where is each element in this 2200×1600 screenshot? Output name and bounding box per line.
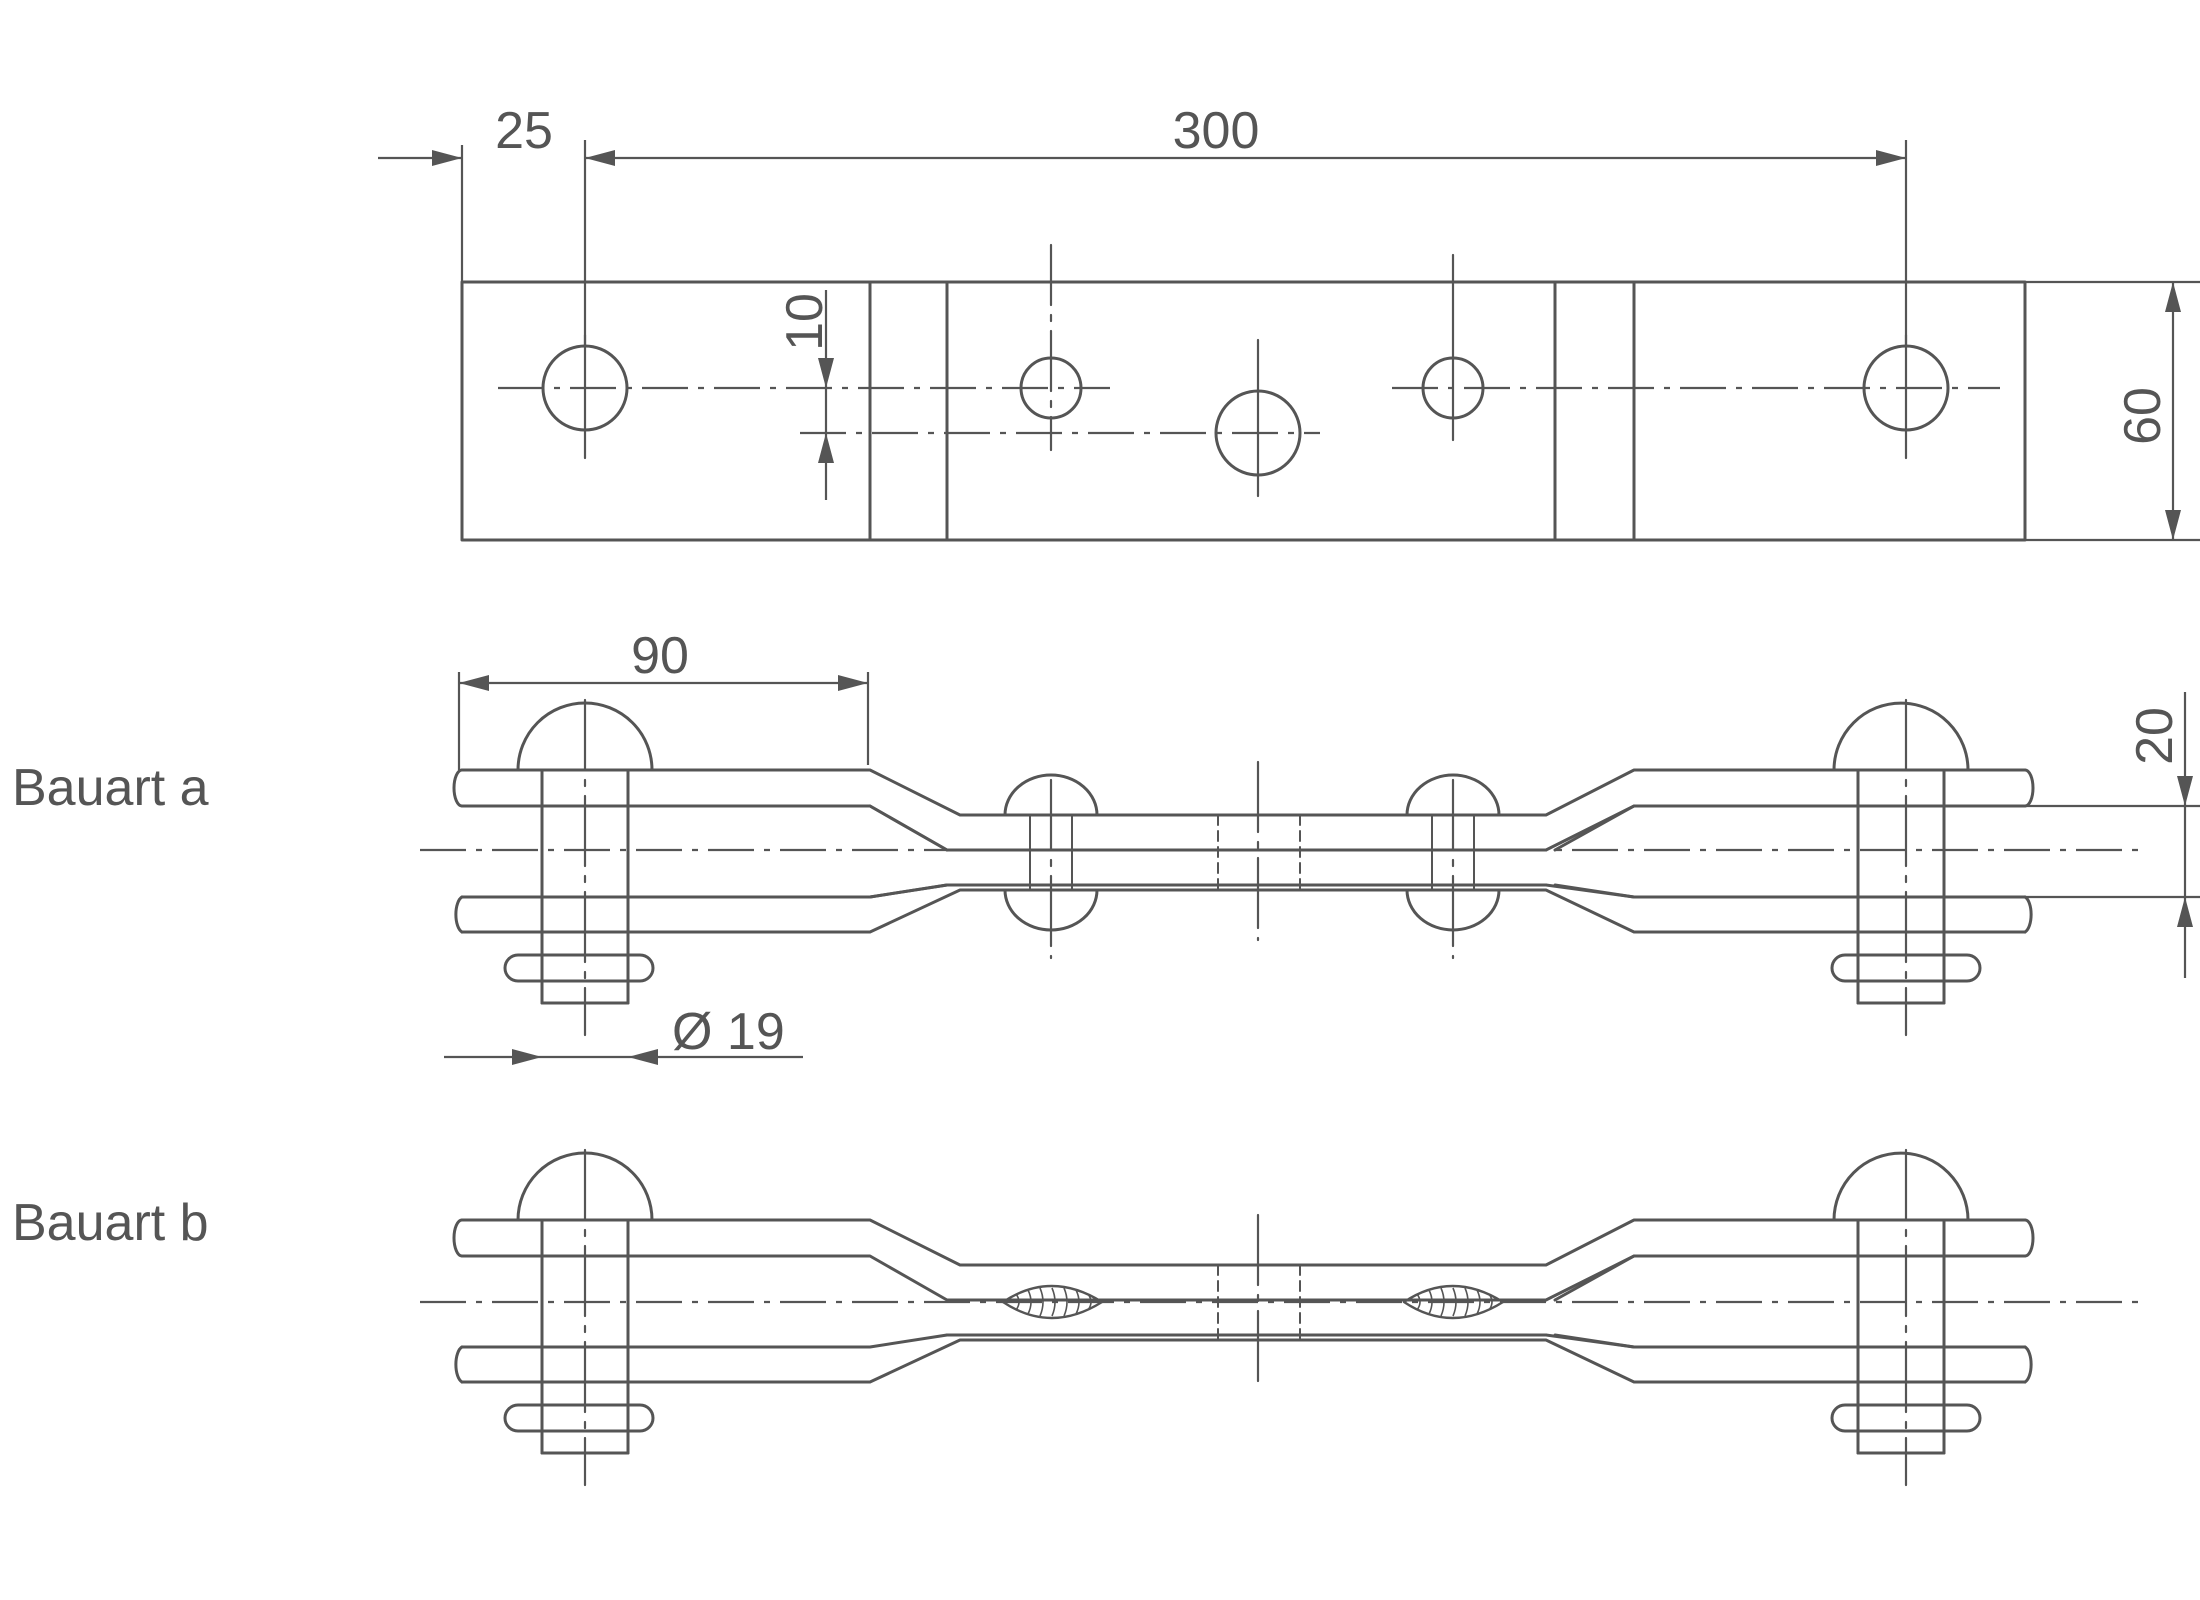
label-bauart-b: Bauart b: [12, 1194, 209, 1252]
side-view-a: [420, 698, 2148, 1037]
dim-label-300: 300: [1173, 102, 1260, 160]
dimension-60: 60: [2025, 280, 2200, 542]
dimension-20: 20: [2000, 692, 2200, 978]
side-view-b: [420, 1148, 2148, 1487]
top-view: [460, 243, 2027, 542]
dimension-10: 10: [776, 290, 834, 500]
label-bauart-a: Bauart a: [12, 759, 209, 817]
dim-label-diameter-19: Ø 19: [672, 1003, 785, 1061]
dim-label-25: 25: [495, 102, 553, 160]
dim-label-60: 60: [2114, 387, 2172, 445]
top-view-outline: [460, 280, 2027, 542]
dim-label-10: 10: [776, 293, 834, 351]
dim-label-20: 20: [2126, 707, 2184, 765]
dimension-diameter-19: Ø 19: [444, 1003, 803, 1065]
dim-label-90: 90: [631, 627, 689, 685]
dimension-25: 25: [378, 102, 587, 345]
dimension-300: 300: [585, 102, 1908, 345]
dimension-90: 90: [457, 627, 870, 770]
